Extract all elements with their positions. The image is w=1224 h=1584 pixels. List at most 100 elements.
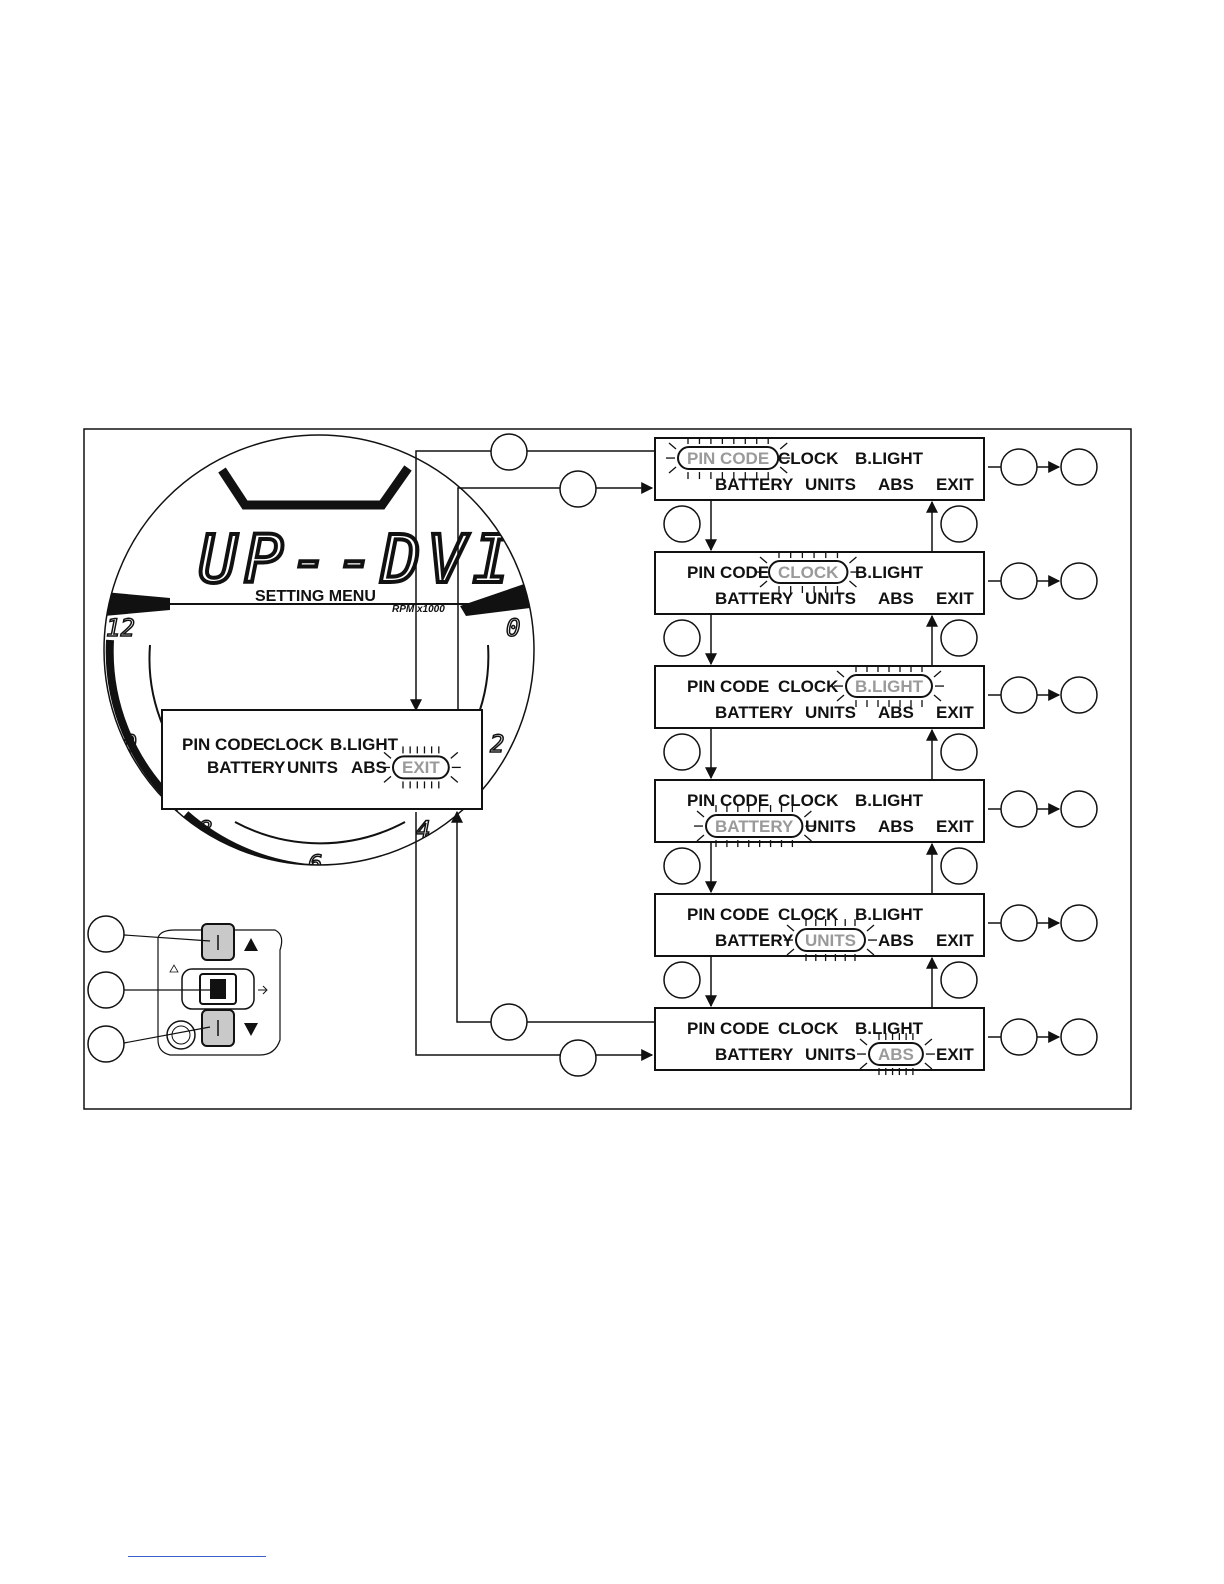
- main-display-blink-rays: [381, 746, 461, 789]
- callout-screen-1-a: [1000, 448, 1038, 486]
- setting-menu-label: SETTING MENU: [255, 588, 376, 605]
- screen-4-label-clock: CLOCK: [778, 791, 839, 810]
- callout-down-5: [663, 961, 701, 999]
- gauge-tick-12: 12: [106, 614, 135, 642]
- screen-3-label-pin-code: PIN CODE: [687, 677, 769, 696]
- screen-1-label-battery: BATTERY: [715, 475, 794, 494]
- callout-up-4: [940, 847, 978, 885]
- screen-4-highlight-outline: [705, 814, 804, 839]
- select-button-center: [210, 979, 226, 999]
- callout-line-down: [123, 1026, 211, 1044]
- menu-screen-b-light: PIN CODE CLOCK B.LIGHT BATTERY UNITS ABS EXIT: [654, 665, 985, 729]
- screen-4-label-units: UNITS: [805, 817, 856, 836]
- screen-6-label-pin-code: PIN CODE: [687, 1019, 769, 1038]
- screen-3-label-clock: CLOCK: [778, 677, 839, 696]
- screen-2-label-units: UNITS: [805, 589, 856, 608]
- callout-screen-3-a: [1000, 676, 1038, 714]
- gauge-tick-6: 6: [308, 850, 322, 878]
- screen-transition-arrows: [705, 461, 1061, 1043]
- screen-5-blink-rays: [784, 919, 877, 962]
- main-display-label-exit: EXIT: [402, 758, 440, 777]
- callout-screen-5-a: [1000, 904, 1038, 942]
- gauge-tick-2: 2: [490, 730, 504, 758]
- screen-5-label-clock: CLOCK: [778, 905, 839, 924]
- screen-3-highlight-outline: [845, 674, 933, 699]
- callout-screen-2-a: [1000, 562, 1038, 600]
- switch-housing: [157, 929, 283, 1056]
- main-menu-display: [161, 709, 483, 810]
- callout-select-button: [87, 971, 125, 1009]
- callout-screen-1-b: [1060, 448, 1098, 486]
- screen-4-label-battery: BATTERY: [715, 817, 794, 836]
- gauge-tick-4: 4: [416, 816, 430, 844]
- screen-1-label-exit: EXIT: [936, 475, 974, 494]
- callout-down-3: [663, 733, 701, 771]
- screen-3-blink-rays: [834, 665, 944, 708]
- screen-6-label-abs: ABS: [878, 1045, 914, 1064]
- callout-up-2: [940, 619, 978, 657]
- screen-5-label-abs: ABS: [878, 931, 914, 950]
- flow-line-bottom-to-display: [451, 810, 655, 1023]
- screen-2-label-battery: BATTERY: [715, 589, 794, 608]
- handlebar-switch: [123, 923, 283, 1056]
- gauge-tick-10: 10: [108, 730, 137, 758]
- footer-link-underline: [128, 1556, 266, 1557]
- screen-3-label-abs: ABS: [878, 703, 914, 722]
- gauge-display-text: UP--DVI: [198, 521, 518, 598]
- main-display-label-abs: ABS: [351, 758, 387, 777]
- screen-2-label-exit: EXIT: [936, 589, 974, 608]
- callout-screen-6-b: [1060, 1018, 1098, 1056]
- callout-bottom-return: [490, 1003, 528, 1041]
- callout-up-3: [940, 733, 978, 771]
- screen-1-label-abs: ABS: [878, 475, 914, 494]
- screen-2-highlight-outline: [768, 560, 849, 585]
- screen-3-label-b-light: B.LIGHT: [855, 677, 924, 696]
- screen-5-label-units: UNITS: [805, 931, 856, 950]
- screen-4-label-b-light: B.LIGHT: [855, 791, 924, 810]
- down-arrow-icon: [244, 1023, 258, 1036]
- callout-screen-4-b: [1060, 790, 1098, 828]
- gauge-right-bar: [460, 582, 530, 616]
- switch-knob-inner: [171, 1025, 191, 1045]
- screen-5-label-battery: BATTERY: [715, 931, 794, 950]
- callout-screen-5-b: [1060, 904, 1098, 942]
- screen-6-label-units: UNITS: [805, 1045, 856, 1064]
- callout-up-1: [940, 505, 978, 543]
- switch-knob: [166, 1020, 196, 1050]
- screen-4-blink-rays: [694, 805, 815, 848]
- callout-screen-4-a: [1000, 790, 1038, 828]
- screen-4-label-abs: ABS: [878, 817, 914, 836]
- right-arrow-icon: [258, 985, 268, 995]
- screen-5-label-b-light: B.LIGHT: [855, 905, 924, 924]
- callout-up-button: [87, 915, 125, 953]
- flow-line-display-to-bottom: [415, 812, 654, 1061]
- callout-screen-6-a: [1000, 1018, 1038, 1056]
- main-display-label-clock: CLOCK: [263, 735, 324, 754]
- screen-6-highlight-outline: [868, 1042, 924, 1067]
- callout-screen-3-b: [1060, 676, 1098, 714]
- callout-down-2: [663, 619, 701, 657]
- menu-screen-box: [654, 1007, 985, 1071]
- screen-3-label-battery: BATTERY: [715, 703, 794, 722]
- screen-3-label-units: UNITS: [805, 703, 856, 722]
- callout-top-entry: [490, 433, 528, 471]
- callout-line-up: [123, 934, 211, 942]
- menu-screen-box: [654, 665, 985, 729]
- main-display-highlight-outline: [392, 755, 450, 780]
- screen-6-blink-rays: [857, 1033, 935, 1076]
- screen-3-label-exit: EXIT: [936, 703, 974, 722]
- screen-1-label-clock: CLOCK: [778, 449, 839, 468]
- instrument-gauge: UP--DVI 12 0 10 2 8 4 6 SETTING MENU RPM…: [103, 434, 535, 878]
- main-display-label-pin-code: PIN CODE: [182, 735, 264, 754]
- screen-5-highlight-outline: [795, 928, 866, 953]
- flow-line-top-to-display: [410, 450, 655, 712]
- menu-screen-box: [654, 893, 985, 957]
- callout-screen-2-b: [1060, 562, 1098, 600]
- warning-icon: [169, 964, 179, 973]
